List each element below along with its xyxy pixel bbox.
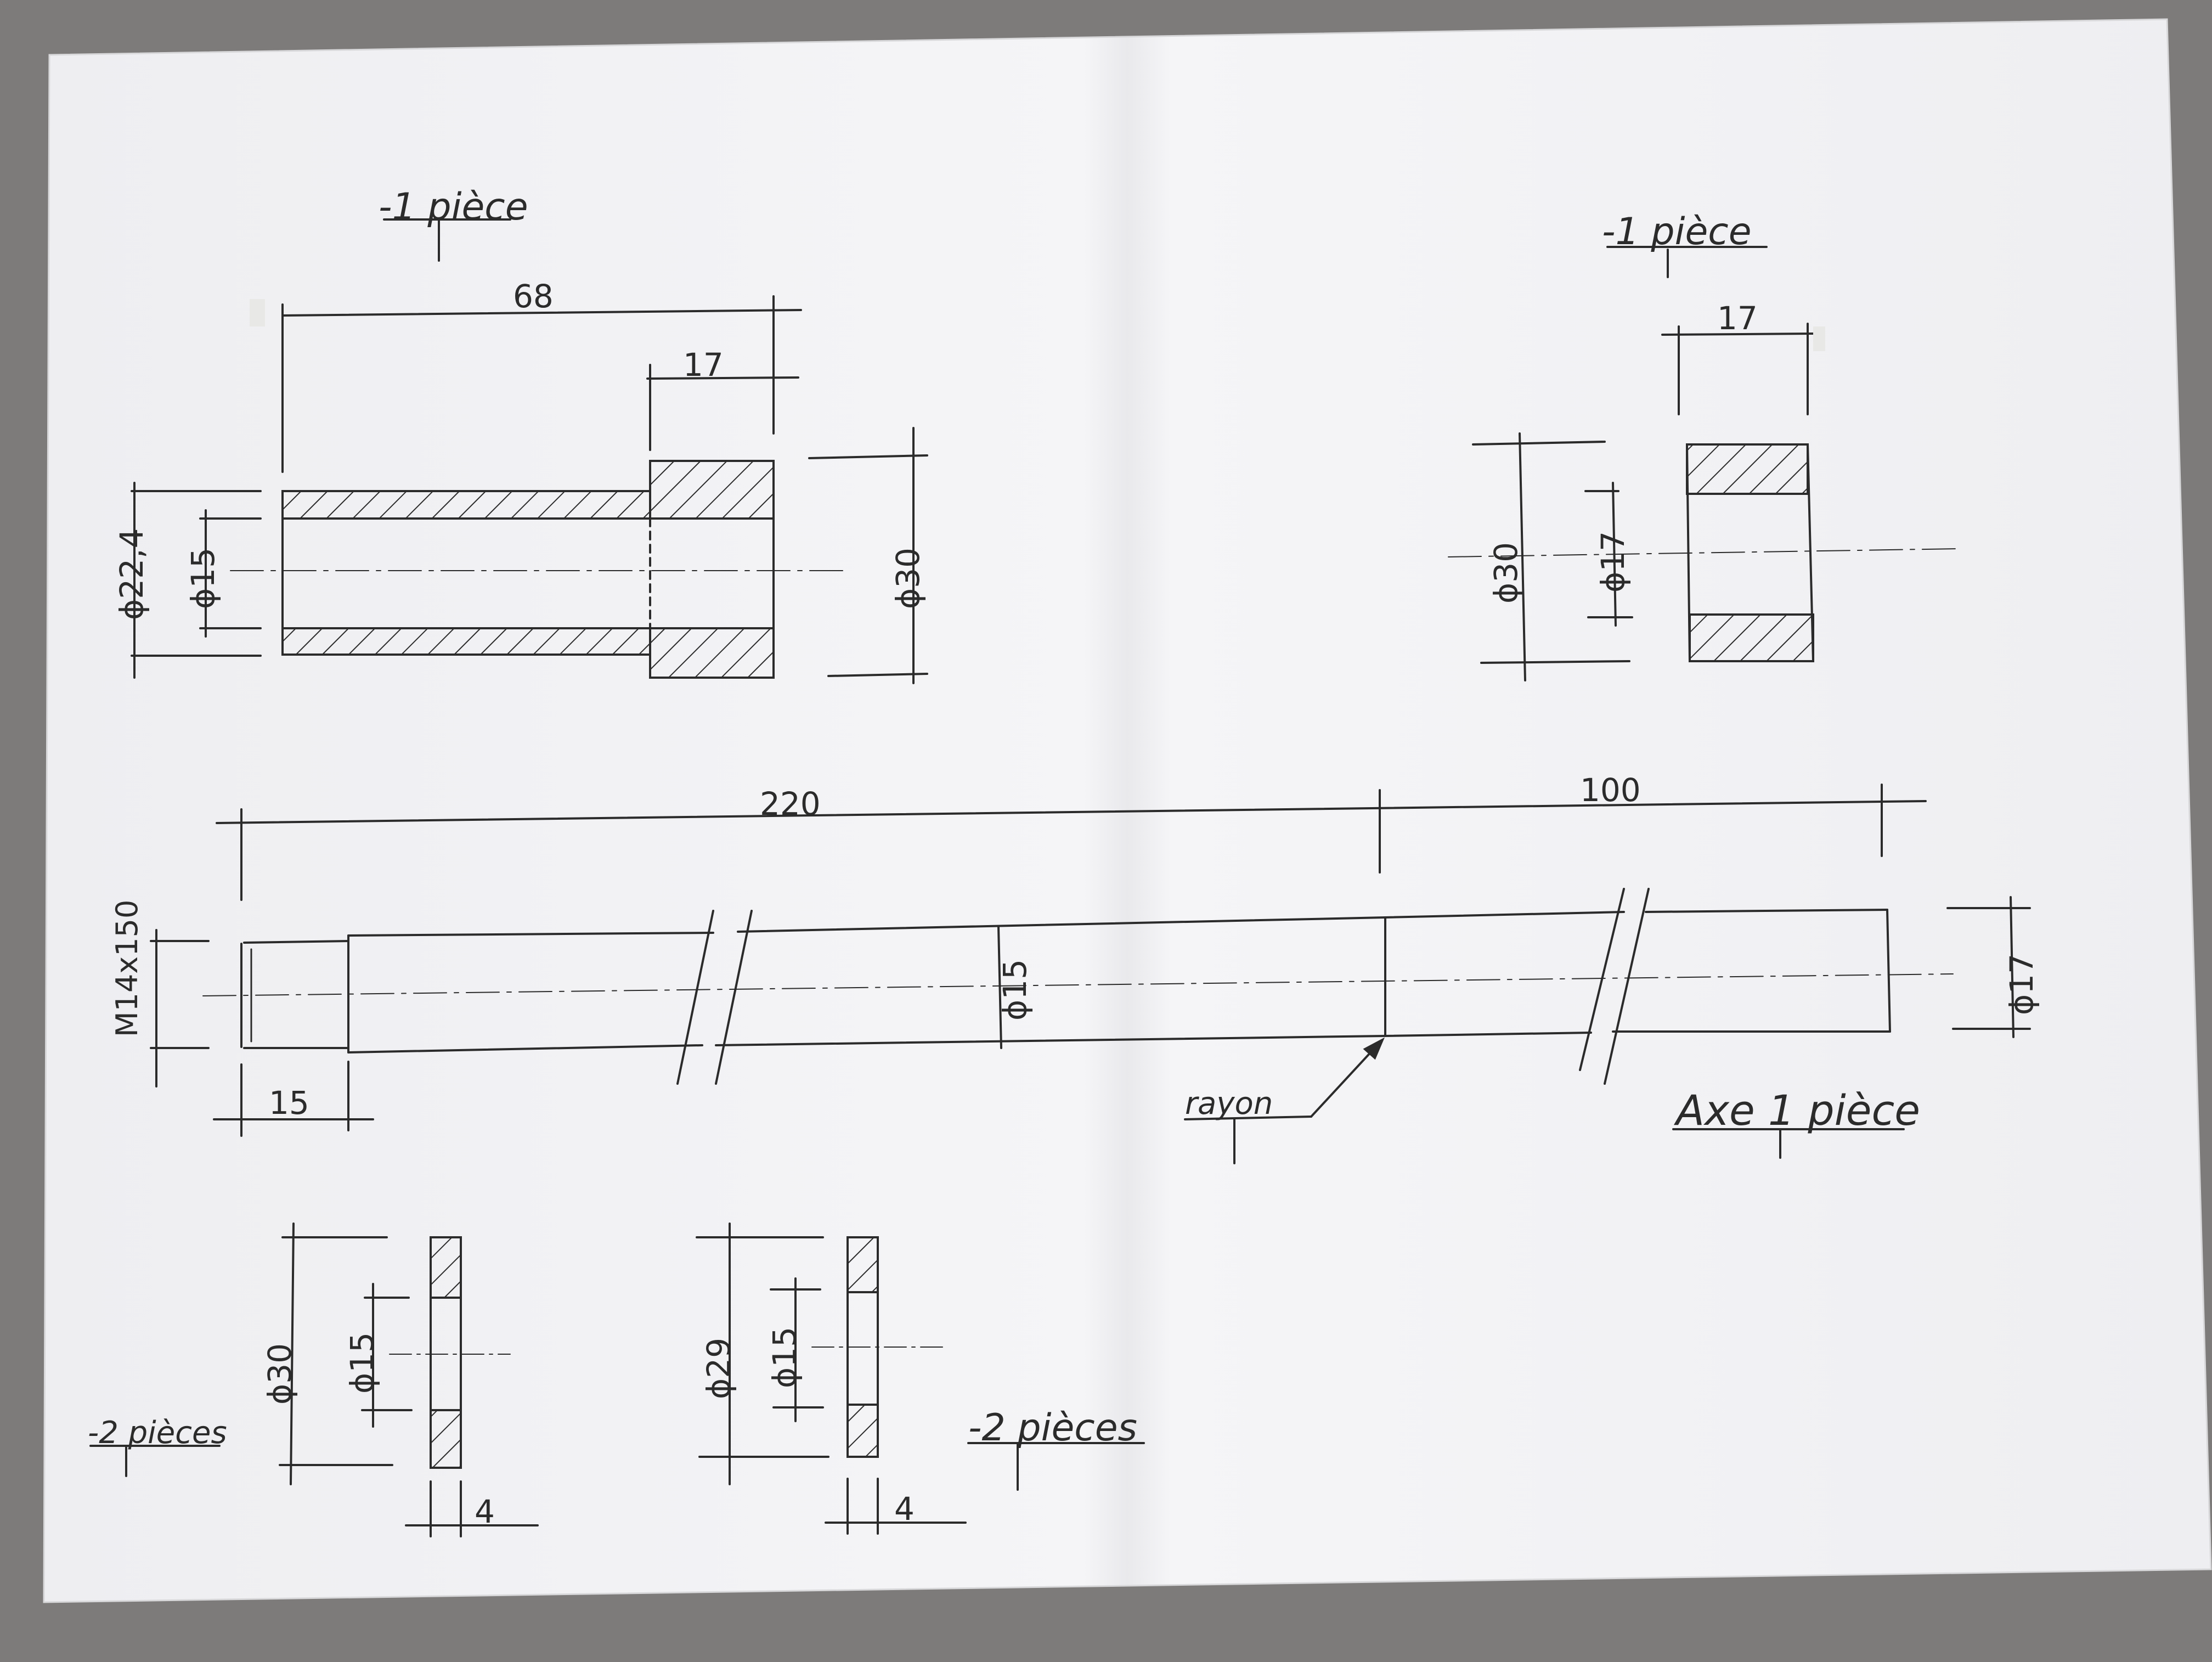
bushing-qty-label: -1 pièce — [379, 185, 528, 229]
axle-thread-dim: M14x150 — [110, 900, 144, 1037]
washer-b-qty-label: -2 pièces — [968, 1406, 1137, 1450]
bushing-flange-dim: 17 — [683, 346, 724, 384]
bushing-bore-dim: ϕ15 — [184, 548, 222, 609]
washer-a-bore-dim: ϕ15 — [343, 1332, 381, 1394]
washer-b-thick-dim: 4 — [894, 1490, 915, 1528]
ring-bore-dim: ϕ17 — [1594, 531, 1632, 593]
axle-total-dim: 220 — [760, 785, 821, 822]
axle-radius-note: rayon — [1185, 1086, 1273, 1122]
ring-width-dim: 17 — [1717, 300, 1758, 337]
ring-outer-dim: ϕ30 — [1487, 542, 1525, 604]
axle-part — [150, 784, 2031, 1164]
washer-a-thick-dim: 4 — [475, 1493, 495, 1530]
washer-a-outer-dim: ϕ30 — [261, 1343, 298, 1405]
washer-b-bore-dim: ϕ15 — [766, 1327, 803, 1388]
ring-qty-label: -1 pièce — [1602, 210, 1752, 253]
labels: -1 pièce 68 17 ϕ22,4 ϕ15 ϕ30 -1 pièce 17… — [88, 185, 2040, 1530]
axle-title: Axe 1 pièce — [1673, 1086, 1920, 1135]
axle-mid-dia-dim: ϕ15 — [996, 959, 1034, 1021]
bushing-part — [131, 218, 928, 684]
bushing-flange-dia-dim: ϕ30 — [889, 548, 927, 609]
washer-b-part — [696, 1222, 1145, 1535]
bushing-outer-dim: ϕ22,4 — [113, 528, 150, 620]
tape-mark — [250, 299, 265, 326]
axle-end-dia-dim: ϕ17 — [2003, 954, 2040, 1015]
tape-mark — [1813, 326, 1825, 351]
ring-part — [1448, 246, 1959, 681]
washer-b-outer-dim: ϕ29 — [700, 1338, 737, 1399]
washer-a-part — [89, 1222, 539, 1537]
axle-thread-len-dim: 15 — [269, 1084, 309, 1122]
washer-a-qty-label: -2 pièces — [88, 1415, 227, 1451]
axle-right-dim: 100 — [1580, 771, 1641, 809]
bushing-length-dim: 68 — [513, 278, 554, 315]
